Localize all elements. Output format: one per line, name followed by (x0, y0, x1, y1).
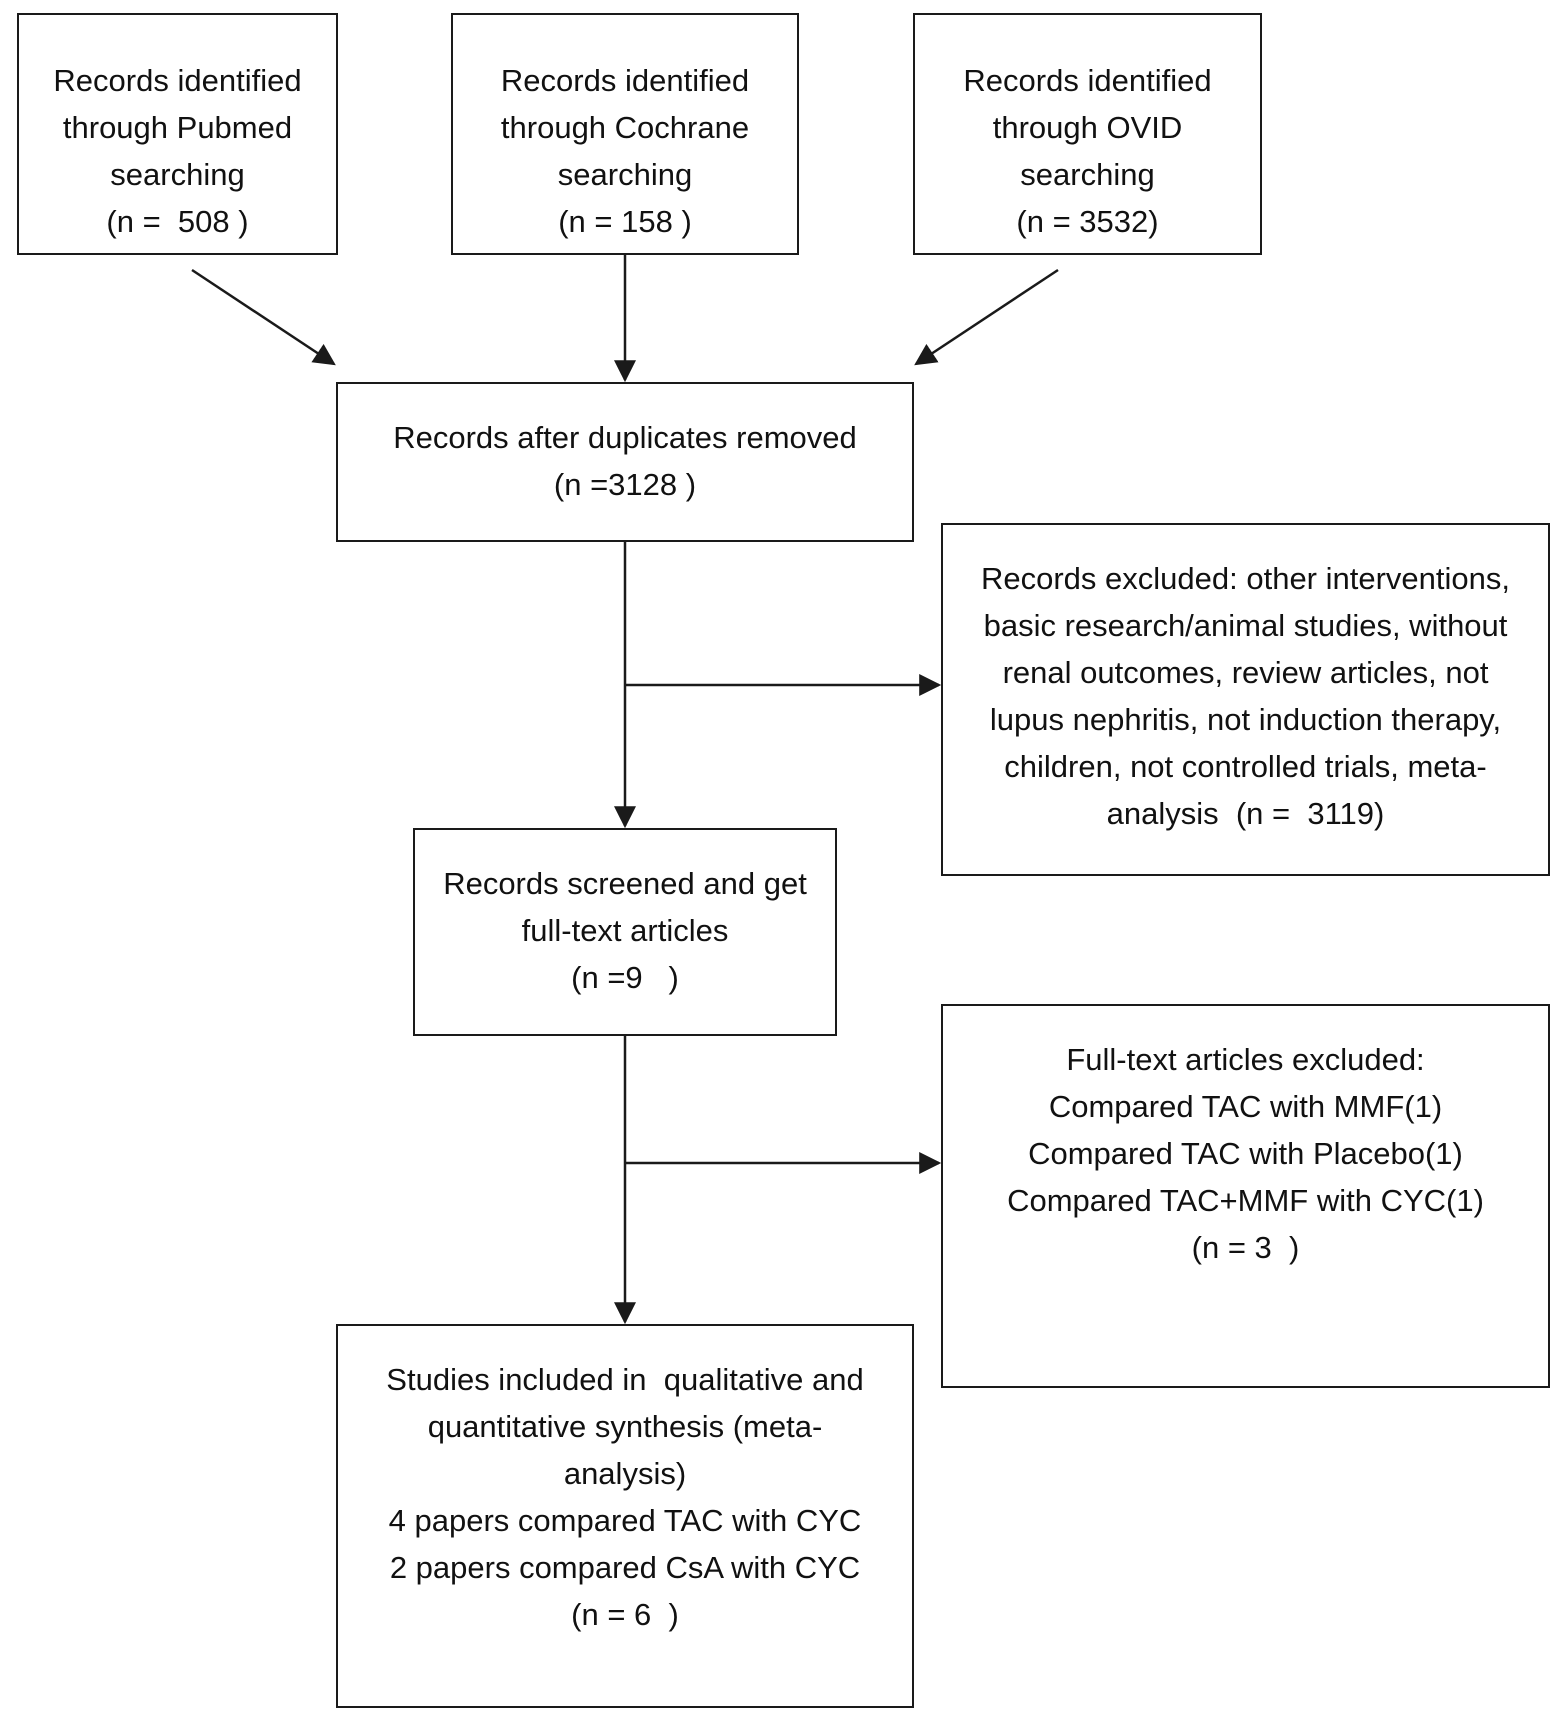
box-line: basic research/animal studies, without (983, 608, 1508, 643)
box-line: Compared TAC+MMF with CYC(1) (1007, 1183, 1484, 1218)
box-line: searching (557, 157, 693, 192)
box-line: through Cochrane (500, 110, 750, 145)
pubmed-records-box: Records identified through Pubmed search… (17, 13, 338, 255)
box-line: Compared TAC with MMF(1) (1048, 1089, 1443, 1124)
box-count: analysis (n = 3119) (1106, 796, 1385, 831)
box-line: Studies included in qualitative and (386, 1362, 864, 1397)
box-line: searching (1020, 157, 1155, 192)
box-line: Records after duplicates removed (393, 420, 857, 455)
box-count: (n = 3 ) (1191, 1230, 1300, 1265)
box-line: Records identified (963, 63, 1212, 98)
studies-included-box: Studies included in qualitative and quan… (336, 1324, 914, 1708)
records-screened-box: Records screened and get full-text artic… (413, 828, 837, 1036)
fulltext-excluded-box: Full-text articles excluded: Compared TA… (941, 1004, 1550, 1388)
box-line: Records identified (53, 63, 302, 98)
box-count: (n = 508 ) (106, 204, 249, 239)
box-line: 4 papers compared TAC with CYC (388, 1503, 862, 1538)
box-line: Records screened and get (443, 866, 807, 901)
box-count: (n = 3532) (1016, 204, 1159, 239)
box-line: Records excluded: other interventions, (980, 561, 1510, 596)
box-line: through Pubmed (62, 110, 293, 145)
arrow-ovid-to-dedup (914, 268, 1059, 366)
box-line: 2 papers compared CsA with CYC (389, 1550, 861, 1585)
box-line: children, not controlled trials, meta- (1004, 749, 1487, 784)
cochrane-records-box: Records identified through Cochrane sear… (451, 13, 799, 255)
box-line: Records identified (500, 63, 750, 98)
arrow-pubmed-to-dedup (191, 268, 336, 366)
box-count: (n =9 ) (571, 960, 679, 995)
box-line: full-text articles (521, 913, 729, 948)
box-line: lupus nephritis, not induction therapy, (989, 702, 1502, 737)
box-line: quantitative synthesis (meta- (427, 1409, 823, 1444)
box-line: Full-text articles excluded: (1066, 1042, 1425, 1077)
records-excluded-box: Records excluded: other interventions, b… (941, 523, 1550, 876)
box-count: (n =3128 ) (553, 467, 697, 502)
duplicates-removed-box: Records after duplicates removed (n =312… (336, 382, 914, 542)
box-line: renal outcomes, review articles, not (1002, 655, 1489, 690)
box-line: Compared TAC with Placebo(1) (1028, 1136, 1463, 1171)
box-line: searching (110, 157, 245, 192)
box-line: analysis) (563, 1456, 687, 1491)
ovid-records-box: Records identified through OVID searchin… (913, 13, 1262, 255)
box-line: through OVID (992, 110, 1183, 145)
box-count: (n = 6 ) (571, 1597, 679, 1632)
box-count: (n = 158 ) (558, 204, 692, 239)
